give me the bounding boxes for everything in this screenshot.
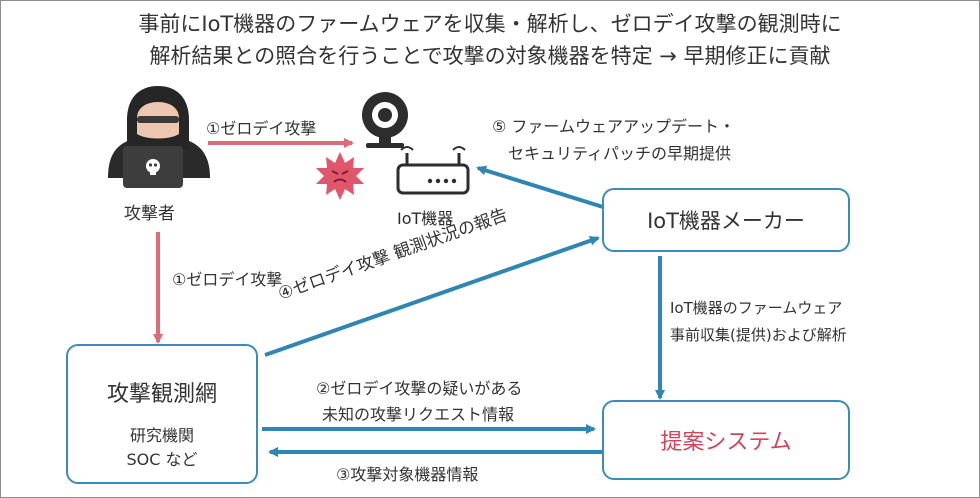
proposed-system-box: 提案システム (602, 400, 850, 480)
unknown-request-line-1: ②ゼロデイ攻撃の疑いがある (316, 379, 523, 398)
firmware-update-line-2: セキュリティパッチの早期提供 (508, 144, 732, 163)
title-line-1: 事前にIoT機器のファームウェアを収集・解析し、ゼロデイ攻撃の観測時に (138, 12, 842, 36)
firmware-collect-line-2: 事前収集(提供)および解析 (670, 326, 847, 344)
title-line-2: 解析結果との照合を行うことで攻撃の対象機器を特定 → 早期修正に貢献 (149, 44, 831, 68)
firmware-update-line-1: ⑤ ファームウェアアップデート・ (492, 117, 735, 136)
attack-network-label: 攻撃観測網 (106, 382, 217, 407)
target-info-label: ③攻撃対象機器情報 (336, 465, 479, 484)
attacker-label: 攻撃者 (124, 204, 175, 224)
router-icon (396, 146, 470, 195)
firmware-collect-line-1: IoT機器のファームウェア (670, 299, 843, 317)
webcam-icon (362, 92, 408, 148)
virus-icon (316, 152, 364, 200)
attack-network-box: 攻撃観測網 研究機関 SOC など (66, 344, 258, 484)
maker-label: IoT機器メーカー (647, 209, 805, 233)
attack-device-label: ①ゼロデイ攻撃 (206, 119, 317, 138)
proposed-system-label: 提案システム (660, 430, 792, 455)
iot-device-label: IoT機器 (397, 209, 454, 228)
network-members-line-2: SOC など (126, 450, 198, 469)
arrow-report-to-maker (264, 235, 600, 357)
unknown-request-line-2: 未知の攻撃リクエスト情報 (322, 405, 515, 424)
arrow-firmware-update (476, 165, 604, 209)
maker-box: IoT機器メーカー (602, 188, 850, 252)
attack-network-arrow-label: ①ゼロデイ攻撃 (172, 270, 283, 289)
hacker-icon (108, 86, 210, 188)
network-members-line-1: 研究機関 (129, 426, 194, 445)
